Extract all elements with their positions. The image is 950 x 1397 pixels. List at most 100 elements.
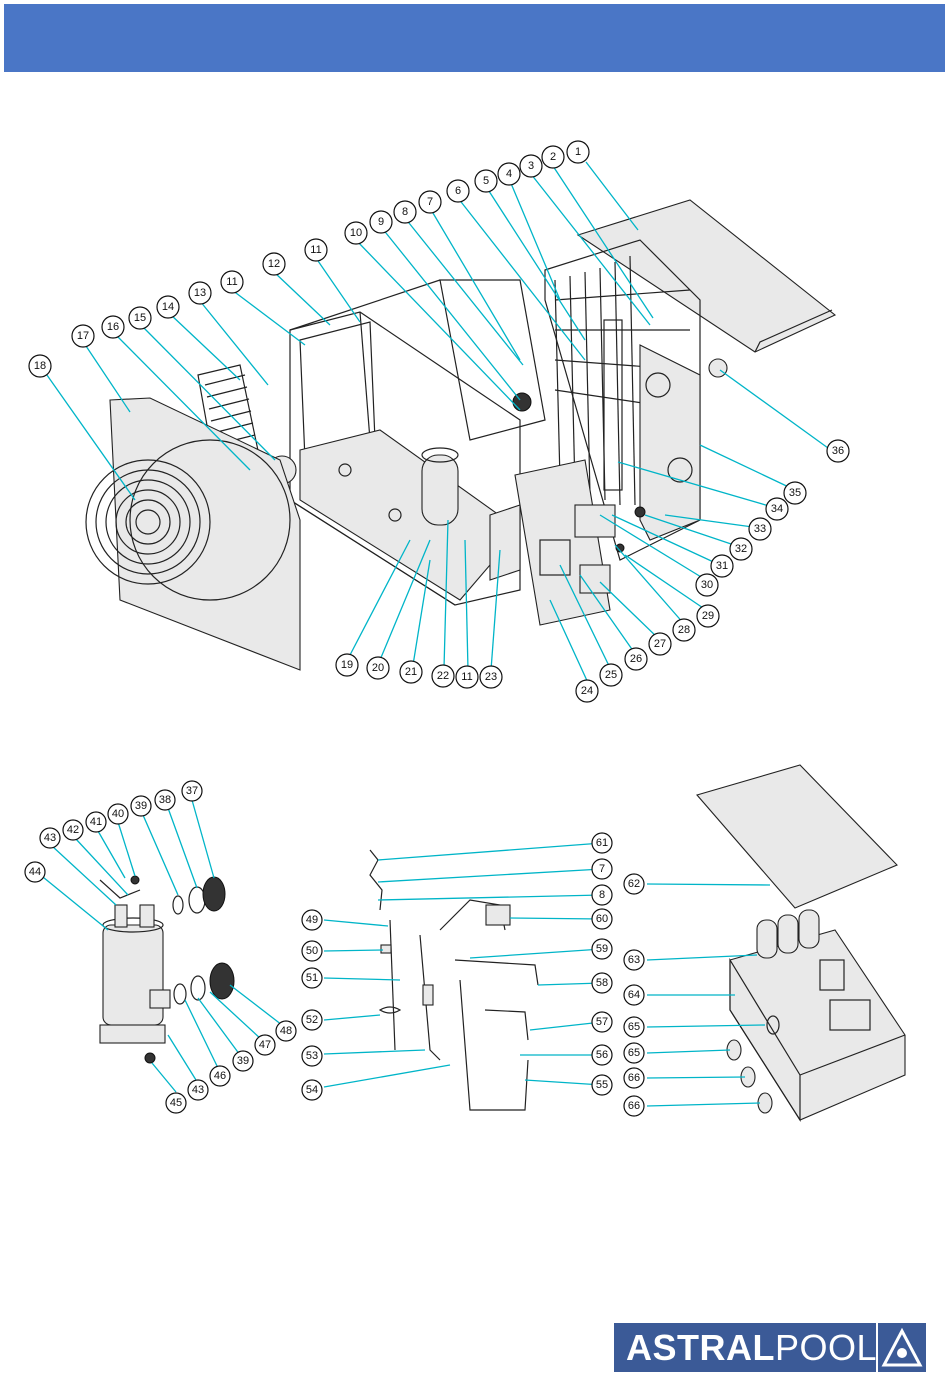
- callout-66-a: 66: [624, 1068, 644, 1088]
- svg-text:12: 12: [268, 258, 280, 270]
- callout-39-b: 39: [233, 1051, 253, 1071]
- svg-text:55: 55: [596, 1079, 608, 1091]
- callout-19: 19: [336, 654, 358, 676]
- callout-44: 44: [25, 862, 45, 882]
- svg-text:46: 46: [214, 1070, 226, 1082]
- callout-43-a: 43: [40, 828, 60, 848]
- svg-text:20: 20: [372, 662, 384, 674]
- svg-text:59: 59: [596, 943, 608, 955]
- callout-11-c: 11: [456, 666, 478, 688]
- svg-text:44: 44: [29, 866, 41, 878]
- callout-38: 38: [155, 790, 175, 810]
- callout-11-b: 11: [221, 271, 243, 293]
- callout-21: 21: [400, 661, 422, 683]
- callout-9: 9: [370, 211, 392, 233]
- svg-text:52: 52: [306, 1014, 318, 1026]
- svg-text:43: 43: [192, 1084, 204, 1096]
- callout-20: 20: [367, 657, 389, 679]
- callout-23: 23: [480, 666, 502, 688]
- callout-14: 14: [157, 296, 179, 318]
- svg-text:2: 2: [550, 151, 556, 163]
- callout-50: 50: [302, 941, 322, 961]
- callout-29: 29: [697, 605, 719, 627]
- upper-unit-drawing: [86, 200, 835, 670]
- svg-text:66: 66: [628, 1100, 640, 1112]
- callout-1: 1: [567, 141, 589, 163]
- callout-43-b: 43: [188, 1080, 208, 1100]
- callout-27: 27: [649, 633, 671, 655]
- callout-13: 13: [189, 282, 211, 304]
- svg-text:41: 41: [90, 816, 102, 828]
- svg-text:64: 64: [628, 989, 640, 1001]
- callout-6: 6: [447, 180, 469, 202]
- callout-60: 60: [592, 909, 612, 929]
- svg-text:56: 56: [596, 1049, 608, 1061]
- svg-text:31: 31: [716, 560, 728, 572]
- callout-56: 56: [592, 1045, 612, 1065]
- callout-33: 33: [749, 518, 771, 540]
- callout-15: 15: [129, 307, 151, 329]
- svg-text:16: 16: [107, 321, 119, 333]
- svg-text:47: 47: [259, 1039, 271, 1051]
- svg-text:21: 21: [405, 666, 417, 678]
- svg-text:18: 18: [34, 360, 46, 372]
- svg-text:9: 9: [378, 216, 384, 228]
- callout-41: 41: [86, 812, 106, 832]
- svg-text:4: 4: [506, 168, 512, 180]
- svg-text:24: 24: [581, 685, 593, 697]
- svg-text:51: 51: [306, 972, 318, 984]
- svg-text:60: 60: [596, 913, 608, 925]
- svg-text:10: 10: [350, 227, 362, 239]
- svg-text:11: 11: [461, 671, 472, 683]
- callout-26: 26: [625, 648, 647, 670]
- svg-text:58: 58: [596, 977, 608, 989]
- svg-text:42: 42: [67, 824, 79, 836]
- callout-18: 18: [29, 355, 51, 377]
- svg-text:54: 54: [306, 1084, 318, 1096]
- svg-text:14: 14: [162, 301, 174, 313]
- callout-39-a: 39: [131, 796, 151, 816]
- svg-text:5: 5: [483, 175, 489, 187]
- callout-63: 63: [624, 950, 644, 970]
- svg-text:30: 30: [701, 579, 713, 591]
- callout-64: 64: [624, 985, 644, 1005]
- callout-57: 57: [592, 1012, 612, 1032]
- svg-text:11: 11: [226, 276, 237, 288]
- callout-51: 51: [302, 968, 322, 988]
- callout-35: 35: [784, 482, 806, 504]
- callout-8-b: 8: [592, 885, 612, 905]
- svg-text:27: 27: [654, 638, 666, 650]
- svg-text:15: 15: [134, 312, 146, 324]
- callout-7-b: 7: [592, 859, 612, 879]
- callout-7: 7: [419, 191, 441, 213]
- svg-text:8: 8: [599, 889, 605, 901]
- svg-text:32: 32: [735, 543, 747, 555]
- callout-47: 47: [255, 1035, 275, 1055]
- callout-42: 42: [63, 820, 83, 840]
- svg-text:6: 6: [455, 185, 461, 197]
- callout-32: 32: [730, 538, 752, 560]
- svg-text:43: 43: [44, 832, 56, 844]
- callout-31: 31: [711, 555, 733, 577]
- svg-text:25: 25: [605, 669, 617, 681]
- svg-text:38: 38: [159, 794, 171, 806]
- callout-65-b: 65: [624, 1043, 644, 1063]
- svg-text:37: 37: [186, 785, 198, 797]
- svg-text:40: 40: [112, 808, 124, 820]
- svg-text:50: 50: [306, 945, 318, 957]
- callout-59: 59: [592, 939, 612, 959]
- svg-text:36: 36: [832, 445, 844, 457]
- svg-text:65: 65: [628, 1047, 640, 1059]
- callout-40: 40: [108, 804, 128, 824]
- svg-text:7: 7: [427, 196, 433, 208]
- svg-text:53: 53: [306, 1050, 318, 1062]
- svg-text:29: 29: [702, 610, 714, 622]
- callout-46: 46: [210, 1066, 230, 1086]
- callout-54: 54: [302, 1080, 322, 1100]
- svg-text:1: 1: [575, 146, 581, 158]
- callout-65-a: 65: [624, 1017, 644, 1037]
- callout-36: 36: [827, 440, 849, 462]
- callout-2: 2: [542, 146, 564, 168]
- svg-text:26: 26: [630, 653, 642, 665]
- callout-34: 34: [766, 498, 788, 520]
